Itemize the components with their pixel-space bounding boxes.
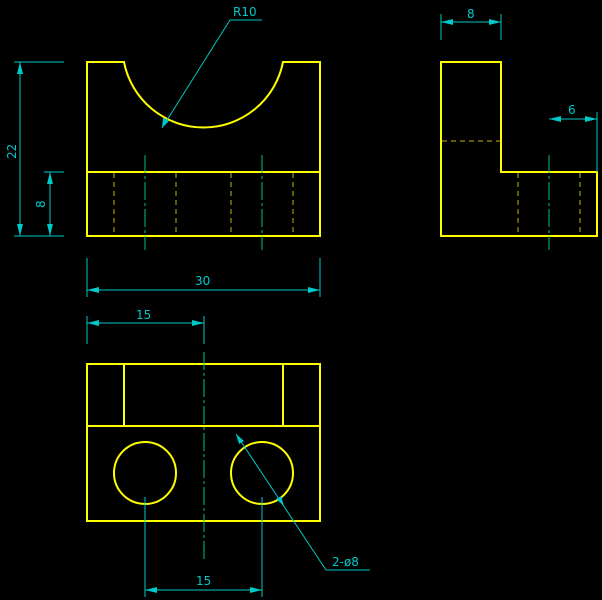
arrowhead [585,116,597,122]
base-height-label: 8 [34,200,48,208]
half-width-dimension: 15 [86,308,205,344]
radius-callout: R10 [161,5,262,129]
front-view [86,61,321,250]
hole-spacing-label: 15 [196,574,211,588]
arrowhead [276,496,284,506]
radius-arrowhead [162,118,169,128]
hole-callout-label: 2-ø8 [332,555,359,569]
side-view-outline [440,61,598,237]
step-width-dimension: 6 [549,103,598,172]
top-width-label: 8 [467,7,475,21]
total-height-dimension: 22 [5,61,64,237]
arrowhead [17,62,23,74]
top-view [86,352,321,560]
arrowhead [47,172,53,184]
top-width-dimension: 8 [440,7,502,40]
side-view [440,61,598,250]
arrowhead [236,434,244,444]
arrowhead [47,224,53,236]
arrowhead [308,287,320,293]
hole-spacing-dimension: 15 [144,497,263,597]
arrowhead [192,320,204,326]
overall-width-label: 30 [195,274,210,288]
arrowhead [250,587,262,593]
arrowhead [87,320,99,326]
base-height-dimension: 8 [34,171,64,236]
half-width-label: 15 [136,308,151,322]
arrowhead [87,287,99,293]
radius-label: R10 [233,5,257,19]
front-view-outline [86,61,321,237]
radius-leader-line [161,19,231,129]
arrowhead [441,19,453,25]
arrowhead [17,224,23,236]
hole-left [113,441,177,505]
total-height-label: 22 [5,144,19,159]
arrowhead [145,587,157,593]
hole-callout: 2-ø8 [235,433,370,571]
overall-width-dimension: 30 [86,258,321,297]
step-width-label: 6 [568,103,576,117]
arrowhead [489,19,501,25]
arrowhead [549,116,561,122]
